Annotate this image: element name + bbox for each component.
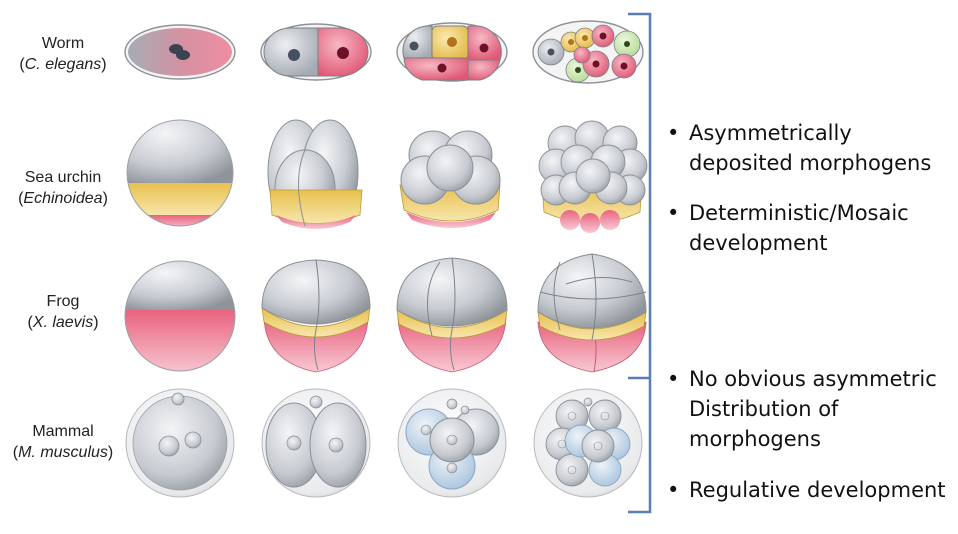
sea-urchin-row [126,119,648,233]
species-common-name: Frog [46,293,80,310]
urchin-4cell [399,130,501,228]
species-scientific-name: C. elegans [24,56,102,73]
bullet-asymmetric-morphogens: • Asymmetrically deposited morphogens [667,118,932,178]
frog-1cell [124,260,236,372]
urchin-16cell [538,120,648,233]
bullet-line: Asymmetrically [689,121,852,145]
bullet-dot: • [667,121,680,145]
species-common-name: Mammal [32,423,94,440]
species-label-mammal: Mammal (M. musculus) [8,421,118,463]
frog-8cell [537,253,647,373]
worm-nucleus [447,37,457,47]
worm-nucleus [479,43,489,53]
species-scientific-name: X. laevis [32,314,94,331]
bullet-line: deposited morphogens [689,151,932,175]
bullet-no-asymmetric-distribution: • No obvious asymmetric Distribution of … [667,364,937,454]
mammal-1cell [125,388,235,498]
mammal-row [125,388,643,498]
bracket-outline [628,12,652,514]
species-scientific-name: Echinoidea [23,190,103,207]
worm-cell-p2b [467,59,501,81]
bullet-mosaic-development: • Deterministic/Mosaic development [667,198,909,258]
bullet-dot: • [667,201,680,225]
bullet-line: morphogens [689,427,821,451]
frog-row [124,253,647,373]
bullet-dot: • [667,478,680,502]
worm-cell-p2 [403,57,469,81]
bullet-line: Distribution of [689,397,839,421]
pronucleus [184,431,202,449]
bullet-line: development [689,231,828,255]
worm-cell [573,46,591,64]
species-label-frog: Frog (X. laevis) [8,291,118,333]
urchin-2cell [267,119,363,229]
frog-2cell [261,259,371,373]
species-common-name: Worm [41,35,85,52]
worm-nucleus [409,41,419,51]
species-label-sea-urchin: Sea urchin (Echinoidea) [8,167,118,209]
bullet-line: No obvious asymmetric [689,367,937,391]
bullet-line: Regulative development [689,478,946,502]
bullet-dot: • [667,367,680,391]
urchin-1cell [126,119,234,227]
frog-4cell [396,257,508,373]
worm-row [124,20,644,84]
mammal-2cell [261,388,371,498]
worm-cell-ems [467,25,502,61]
worm-pronucleus [176,50,190,60]
worm-cell-aba [402,25,433,59]
bullet-line: Deterministic/Mosaic [689,201,909,225]
species-label-worm: Worm (C. elegans) [8,33,118,75]
mammal-8cell [533,388,643,498]
species-scientific-name: M. musculus [18,444,108,461]
worm-nucleus [288,49,300,61]
polar-body [171,392,185,406]
bullet-regulative-development: • Regulative development [667,475,946,505]
mammal-4cell [397,388,507,498]
worm-nucleus [437,63,447,73]
pronucleus [158,435,180,457]
species-common-name: Sea urchin [24,169,102,186]
worm-nucleus [337,47,349,59]
